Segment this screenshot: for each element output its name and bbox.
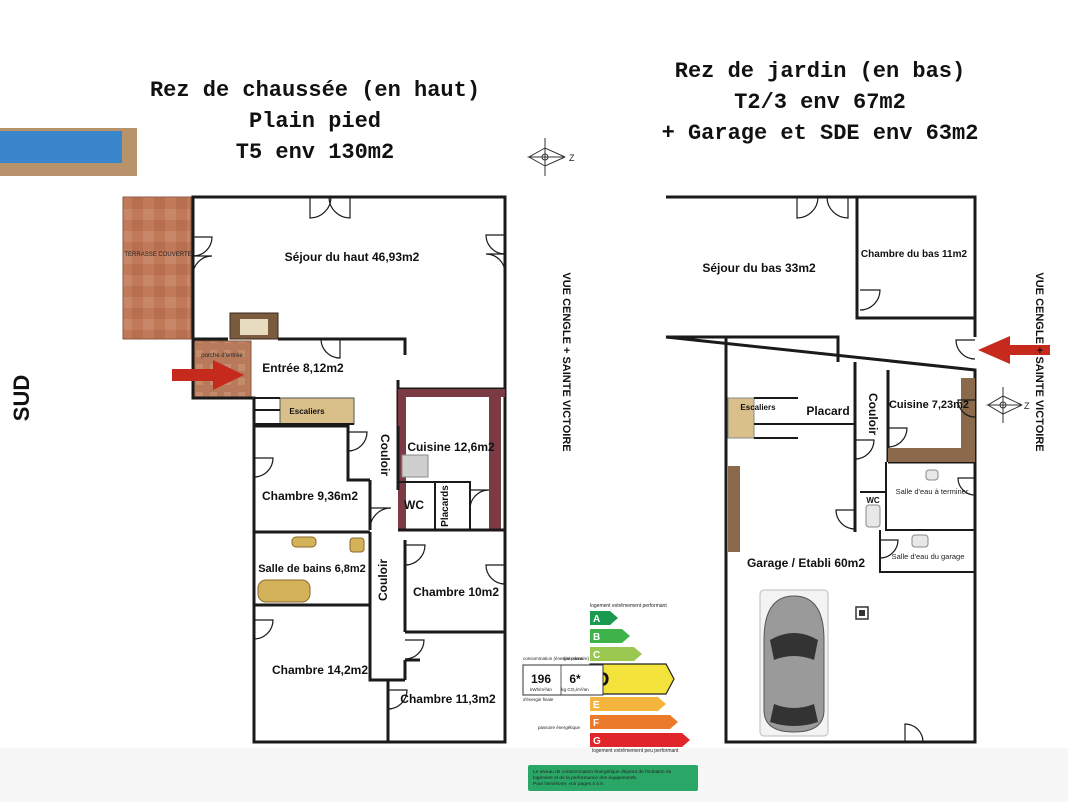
- energy-bar-b: [590, 629, 630, 643]
- washbasin: [291, 536, 317, 548]
- wc-label: WC: [404, 498, 424, 512]
- entrance-arrow-right: [978, 336, 1050, 364]
- energy-bar-letter-e: E: [593, 700, 600, 711]
- salle-de-bains-label: Salle de bains 6,8m2: [258, 563, 366, 575]
- sde-garage-label: Salle d'eau du garage: [892, 552, 965, 561]
- chambre-10-label: Chambre 10m2: [413, 585, 499, 599]
- upper-stairs-label: Escaliers: [289, 407, 325, 416]
- lower-cuisine-label: Cuisine 7,23m2: [889, 399, 969, 411]
- energy-top-note: logement extrêmement performant: [590, 603, 667, 609]
- workbench: [728, 466, 740, 552]
- lower-outer-wall: [665, 195, 977, 744]
- energy-value-box: [522, 664, 604, 696]
- terrace-area: [122, 196, 192, 340]
- energy-bar-letter-f: F: [593, 718, 599, 729]
- bathtub: [257, 579, 311, 603]
- entree-label: Entrée 8,12m2: [262, 361, 344, 375]
- energy-bottom-note: logement extrêmement peu performant: [592, 748, 679, 754]
- energy-side-note-1: passoire énergétique: [538, 725, 581, 730]
- entrance-arrow-left: [172, 360, 244, 390]
- view-label-left: VUE CENGLE + SAINTE VICTOIRE: [560, 272, 572, 451]
- energy-bar-letter-g: G: [593, 736, 601, 747]
- energy-emission-unit: kg CO₂/m²/an: [561, 687, 589, 692]
- energy-bar-g: [590, 733, 690, 747]
- energy-bar-letter-b: B: [593, 632, 600, 643]
- energy-emission-value: 6*: [569, 672, 581, 686]
- energy-emission-label: émissions: [563, 656, 584, 661]
- lower-wc-label: WC: [866, 496, 880, 505]
- lower-stairs-label: Escaliers: [740, 403, 776, 412]
- upper-title-line3: T5 env 130m2: [235, 140, 395, 165]
- lower-couloir-label: Couloir: [866, 393, 880, 435]
- energy-footer-box: [528, 765, 698, 791]
- energy-conso-label: consommation (énergie primaire): [523, 656, 590, 661]
- couloir-label-2: Couloir: [376, 559, 390, 601]
- energy-conso-value: 196: [531, 672, 551, 686]
- energy-bar-f: [590, 715, 678, 729]
- upper-floor-title: Rez de chaussée (en haut) Plain pied T5 …: [130, 75, 500, 168]
- stairs-lower: [727, 397, 755, 439]
- lower-doors: [796, 196, 976, 743]
- lower-title-line1: Rez de jardin (en bas): [674, 59, 966, 84]
- lower-floor-title: Rez de jardin (en bas) T2/3 env 67m2 + G…: [640, 56, 1000, 149]
- compass-top-letter: Z: [569, 153, 575, 163]
- energy-bar-letter-a: A: [593, 614, 600, 625]
- energy-label: logement extrêmement performant ABCDEFG …: [522, 603, 698, 791]
- compass-right-letter: Z: [1024, 401, 1030, 411]
- upper-sejour-label: Séjour du haut 46,93m2: [285, 250, 420, 264]
- sejour-wall: [193, 337, 407, 355]
- energy-footer-line2: logement et de la performance des équipe…: [533, 775, 637, 781]
- kitchen-counter-right: [489, 389, 501, 529]
- terrace-label: TERRASSE COUVERTE: [124, 252, 191, 258]
- placard-label: Placard: [806, 404, 849, 418]
- chambre-14-label: Chambre 14,2m2: [272, 663, 368, 677]
- couloir-label-1: Couloir: [378, 434, 392, 476]
- compass-top-icon: [527, 138, 566, 176]
- lower-title-line3: + Garage et SDE env 63m2: [661, 121, 979, 146]
- lower-title-line2: T2/3 env 67m2: [734, 90, 906, 115]
- placards-label: Placards: [440, 485, 451, 527]
- chambre-9-label: Chambre 9,36m2: [262, 489, 358, 503]
- car-icon: [759, 589, 829, 737]
- energy-bar-a: [590, 611, 618, 625]
- sink: [401, 454, 429, 478]
- view-label-right: VUE CENGLE + SAINTE VICTOIRE: [1033, 272, 1045, 451]
- pool: [0, 128, 137, 176]
- upper-doors: [192, 196, 506, 710]
- energy-footer-line1: Le niveau de consommation énergétique dé…: [533, 769, 672, 775]
- lower-floor-plan: [665, 195, 977, 744]
- cuisine-label: Cuisine 12,6m2: [407, 440, 495, 454]
- sde-terminer-label: Salle d'eau à terminer: [896, 487, 969, 496]
- energy-footer-line3: Pour l'améliorer, voir pages 4 à 6: [533, 781, 603, 787]
- upper-outer-wall: [191, 195, 507, 744]
- energy-class-bars: ABCDEFG: [589, 611, 690, 747]
- toilet: [349, 537, 365, 553]
- lower-chambre-label: Chambre du bas 11m2: [861, 249, 968, 260]
- lower-sejour-label: Séjour du bas 33m2: [702, 261, 816, 275]
- sud-label: SUD: [9, 375, 34, 421]
- energy-bar-c: [590, 647, 642, 661]
- lower-toilet: [865, 504, 881, 528]
- compass-right-icon: [986, 387, 1023, 423]
- energy-side-note-2: d'énergie finale: [523, 697, 554, 702]
- upper-title-line1: Rez de chaussée (en haut): [149, 78, 481, 103]
- energy-bar-letter-c: C: [593, 650, 600, 661]
- kitchen-counter-lower: [888, 448, 975, 462]
- energy-bar-e: [590, 697, 666, 711]
- garage-label: Garage / Etabli 60m2: [747, 556, 865, 570]
- chambre-11-label: Chambre 11,3m2: [400, 692, 496, 706]
- upper-floor-plan: [122, 195, 507, 744]
- energy-conso-unit: kWh/m²/an: [530, 687, 552, 692]
- porch-label: porche d'entrée: [201, 353, 243, 359]
- upper-title-line2: Plain pied: [248, 109, 382, 134]
